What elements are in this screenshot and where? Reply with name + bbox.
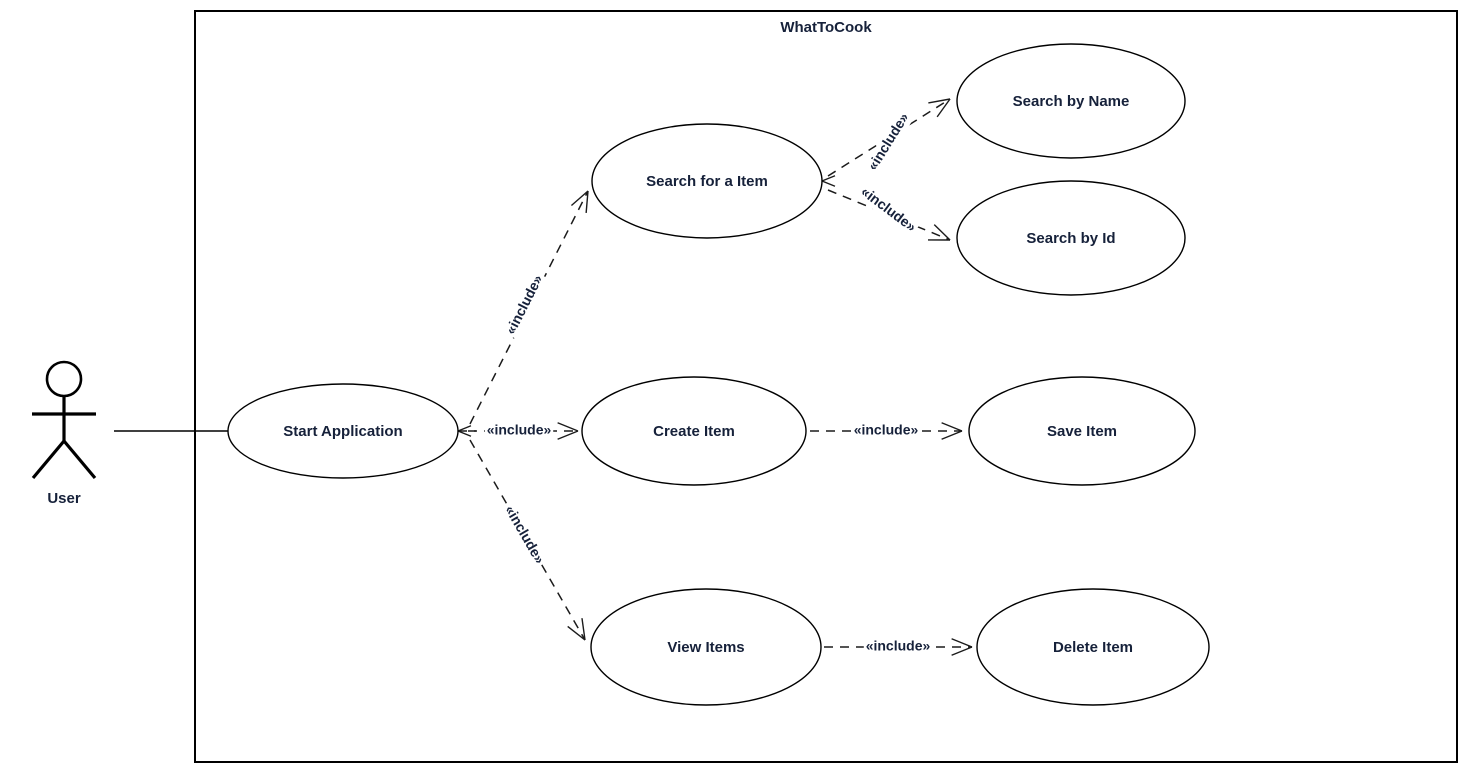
arrowhead-open-icon: [567, 618, 586, 641]
use-case-ellipse[interactable]: [590, 588, 822, 706]
use-case-ellipse[interactable]: [956, 43, 1186, 159]
include-stereotype-label: «include»: [864, 110, 912, 173]
system-boundary-title: WhatToCook: [780, 19, 872, 36]
use-case-search-by-id[interactable]: Search by Id: [956, 180, 1186, 296]
include-relationship-view-to-delete[interactable]: [824, 638, 973, 656]
include-stereotype-label: «include»: [502, 502, 548, 566]
use-case-label: Search for a Item: [646, 173, 768, 190]
include-stereotype-label: «include»: [487, 422, 552, 438]
arrowhead-open-icon: [941, 422, 963, 440]
arrowhead-open-icon: [457, 425, 472, 437]
include-stereotype-label: «include»: [858, 183, 919, 235]
system-boundary-box: [194, 10, 1458, 763]
include-stereotype-label: «include»: [502, 272, 546, 337]
arrowhead-open-icon: [951, 638, 973, 656]
arrowhead-open-icon: [927, 224, 951, 241]
use-case-delete-item[interactable]: Delete Item: [976, 588, 1210, 706]
include-label-backdrop: [863, 108, 915, 176]
use-case-ellipse[interactable]: [976, 588, 1210, 706]
include-stereotype-label: «include»: [866, 638, 931, 654]
use-case-start-application[interactable]: Start Application: [227, 383, 459, 479]
include-label-backdrop: [855, 182, 921, 238]
use-case-create-item[interactable]: Create Item: [581, 376, 807, 486]
use-case-label: Delete Item: [1053, 639, 1133, 656]
use-case-search-for-a-item[interactable]: Search for a Item: [591, 123, 823, 239]
use-case-ellipse[interactable]: [968, 376, 1196, 486]
use-case-label: Search by Id: [1026, 230, 1115, 247]
arrowhead-open-icon: [928, 98, 951, 118]
arrowhead-open-icon: [821, 175, 836, 187]
use-case-view-items[interactable]: View Items: [590, 588, 822, 706]
include-label-backdrop: [501, 270, 549, 340]
include-label-backdrop: [851, 422, 921, 440]
actor-label: User: [47, 490, 81, 507]
actor-user[interactable]: User: [31, 360, 97, 507]
include-relationship-create-to-save[interactable]: [810, 422, 963, 440]
use-case-ellipse[interactable]: [227, 383, 459, 479]
use-case-label: Save Item: [1047, 423, 1117, 440]
arrowhead-open-icon: [557, 422, 579, 440]
use-case-ellipse[interactable]: [581, 376, 807, 486]
include-label-backdrop: [863, 638, 933, 656]
include-label-backdrop: [499, 501, 549, 569]
include-stereotype-label: «include»: [854, 422, 919, 438]
use-case-label: Start Application: [283, 423, 402, 440]
use-case-save-item[interactable]: Save Item: [968, 376, 1196, 486]
actor-leg-left-icon: [31, 439, 66, 480]
include-label-backdrop: [484, 422, 554, 440]
use-case-ellipse[interactable]: [591, 123, 823, 239]
use-case-ellipse[interactable]: [956, 180, 1186, 296]
use-case-label: Search by Name: [1013, 93, 1130, 110]
arrowhead-open-icon: [570, 190, 589, 213]
actor-head-icon: [45, 360, 83, 398]
actor-leg-right-icon: [62, 439, 97, 480]
use-case-label: View Items: [667, 639, 744, 656]
use-case-search-by-name[interactable]: Search by Name: [956, 43, 1186, 159]
use-case-label: Create Item: [653, 423, 735, 440]
